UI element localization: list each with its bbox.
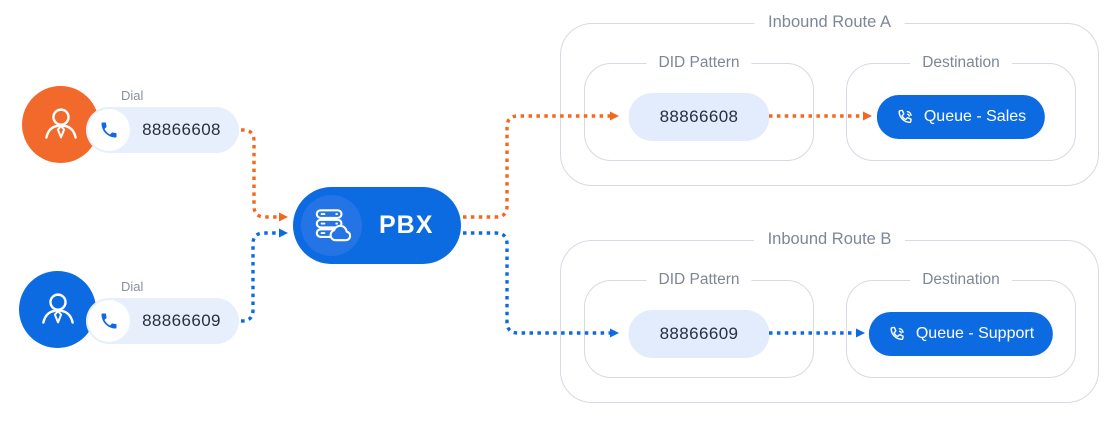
phone-icon xyxy=(88,300,130,342)
destination-name: Queue - Support xyxy=(915,325,1035,342)
destination-name: Queue - Sales xyxy=(923,108,1027,125)
caller2-dial-label: Dial xyxy=(121,279,144,294)
arrow-caller2-to-pbx xyxy=(241,228,288,323)
person-icon xyxy=(35,287,81,333)
phone-volume-icon xyxy=(888,325,907,344)
caller1-number: 88866608 xyxy=(142,120,221,139)
phone-icon xyxy=(88,109,130,151)
server-cloud-icon xyxy=(301,195,362,256)
destination-box-a: Destination Queue - Sales xyxy=(846,54,1076,161)
pbx-label: PBX xyxy=(379,211,434,239)
arrow-caller1-to-pbx xyxy=(241,128,288,222)
did-pattern-box-a: DID Pattern 88866608 xyxy=(584,54,814,161)
did-pattern-label: DID Pattern xyxy=(646,54,752,72)
phone-volume-icon xyxy=(896,108,915,127)
pbx-node: PBX xyxy=(293,187,461,264)
caller2-number: 88866609 xyxy=(142,311,221,330)
caller2-number-pill: 88866609 xyxy=(86,298,239,344)
did-pattern-label: DID Pattern xyxy=(646,271,752,289)
route-b-title: Inbound Route B xyxy=(753,230,906,249)
did-pattern-box-b: DID Pattern 88866609 xyxy=(584,271,814,378)
inbound-route-b: Inbound Route B DID Pattern 88866609 Des… xyxy=(560,230,1099,403)
did-pattern-value-a: 88866608 xyxy=(628,93,770,141)
caller1-number-pill: 88866608 xyxy=(86,107,239,153)
route-a-title: Inbound Route A xyxy=(754,13,905,32)
destination-value-a: Queue - Sales xyxy=(876,95,1046,139)
destination-box-b: Destination Queue - Support xyxy=(846,271,1076,378)
destination-label: Destination xyxy=(910,54,1012,72)
inbound-route-a: Inbound Route A DID Pattern 88866608 Des… xyxy=(560,13,1099,186)
caller2-avatar xyxy=(19,271,96,348)
destination-label: Destination xyxy=(910,271,1012,289)
caller1-dial-label: Dial xyxy=(121,88,144,103)
did-pattern-value-b: 88866609 xyxy=(628,310,770,358)
person-icon xyxy=(38,102,84,148)
destination-value-b: Queue - Support xyxy=(868,312,1054,356)
